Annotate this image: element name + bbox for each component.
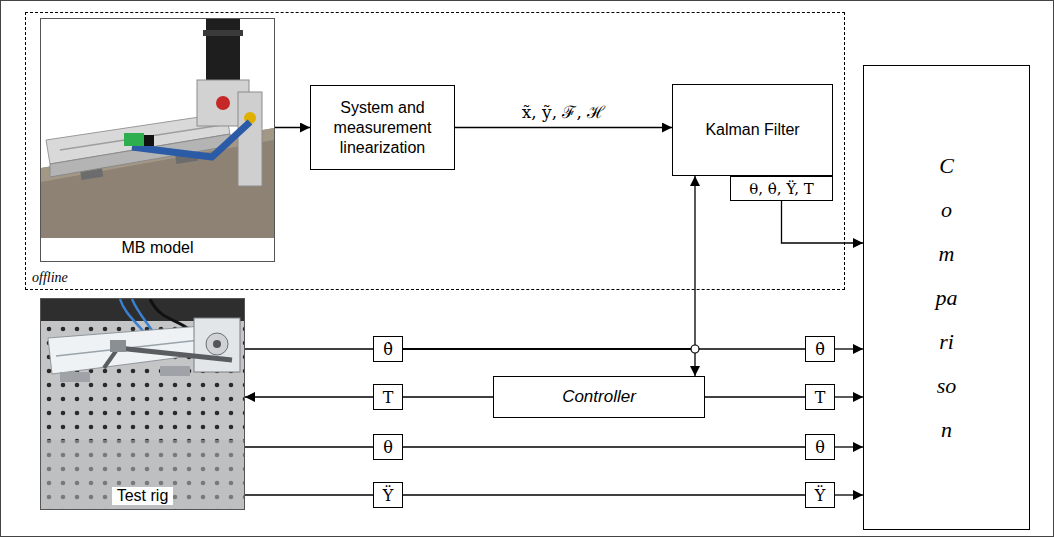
test-rig-photo (41, 299, 244, 509)
node-label: offline (32, 270, 68, 286)
connector (245, 446, 373, 447)
test-rig-image-box: Test rig (40, 298, 245, 510)
connector (245, 494, 373, 495)
node-label: θ (815, 438, 825, 457)
controller-box: Controller (493, 376, 705, 418)
signal-box: T (373, 384, 403, 410)
node-label: Ÿ (815, 486, 826, 505)
connector (835, 396, 863, 397)
signal-box: Ÿ (805, 482, 835, 508)
node-label: Test rig (112, 487, 174, 505)
signal-box: θ (373, 434, 403, 460)
process-box: Kalman Filter (672, 84, 833, 176)
signal-label: x̃, ỹ, ℱ, ℋ (519, 100, 609, 123)
signal-box: θ̇ (805, 336, 835, 362)
connector (245, 348, 373, 349)
vertical-label: Comparison (936, 144, 958, 452)
connector (782, 201, 864, 243)
node-label: θ, θ̇, Ÿ, T (749, 180, 814, 198)
connector (455, 127, 672, 128)
process-box: System and measurement linearization (310, 85, 455, 170)
node-label: θ̇ (815, 340, 825, 359)
connector (403, 176, 695, 349)
node-label: T (383, 388, 394, 407)
signal-box: T (805, 384, 835, 410)
output-box: θ, θ̇, Ÿ, T (730, 176, 833, 201)
connector (403, 349, 695, 376)
connector (835, 446, 863, 447)
signal-box: Ÿ (373, 482, 403, 508)
connector (275, 127, 310, 128)
signal-box: θ (805, 434, 835, 460)
connector (835, 494, 863, 495)
connector (245, 396, 373, 397)
node-label: System and measurement linearization (319, 98, 446, 158)
junction-dot (691, 345, 699, 353)
node-label: Controller (562, 386, 636, 407)
connector (403, 494, 805, 495)
connector (403, 396, 493, 397)
signal-box: θ̇ (373, 336, 403, 362)
offline-region: offline MB model System and measurement li… (25, 12, 845, 290)
model-image-box: MB model (40, 18, 275, 262)
node-label: MB model (116, 239, 198, 257)
connector (403, 446, 805, 447)
node-label: T (815, 388, 826, 407)
node-label: θ̇ (383, 340, 393, 359)
node-label: Ÿ (383, 486, 394, 505)
connector (835, 348, 863, 349)
node-label: θ (383, 438, 393, 457)
mb-model-render (41, 19, 274, 239)
comparison-box: Comparison (863, 65, 1030, 530)
connector (705, 396, 805, 397)
node-label: Kalman Filter (705, 120, 799, 140)
